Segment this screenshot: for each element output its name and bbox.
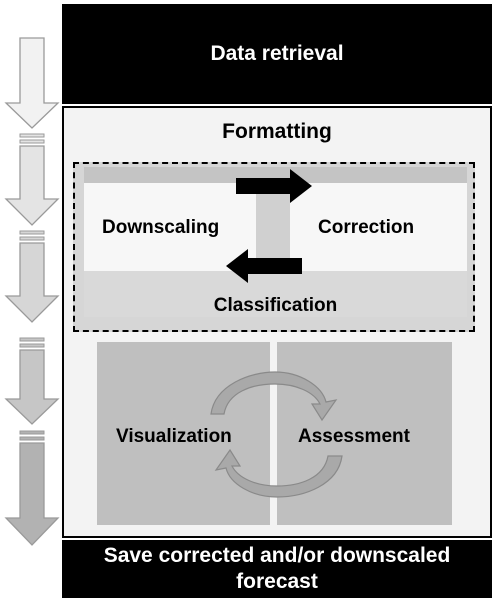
flow-arrow-4 bbox=[4, 337, 60, 425]
arrow-left-icon bbox=[226, 249, 302, 283]
connector-bar bbox=[256, 193, 290, 263]
flow-arrow-3 bbox=[4, 230, 60, 323]
assessment-label: Assessment bbox=[298, 426, 410, 447]
assessment-panel bbox=[277, 342, 452, 525]
data-retrieval-label: Data retrieval bbox=[210, 42, 344, 65]
flow-arrow-5 bbox=[4, 430, 60, 546]
formatting-label: Formatting bbox=[222, 120, 332, 143]
data-retrieval-step: Data retrieval bbox=[62, 4, 492, 104]
save-forecast-step: Save corrected and/or downscaled forecas… bbox=[62, 540, 492, 598]
band-top bbox=[84, 167, 467, 183]
save-forecast-label-line1: Save corrected and/or downscaled bbox=[103, 544, 451, 567]
classification-label: Classification bbox=[213, 295, 338, 316]
visualization-label: Visualization bbox=[116, 426, 232, 447]
downscaling-label: Downscaling bbox=[102, 217, 220, 238]
cycle-arrow-bottom bbox=[214, 448, 343, 498]
band-bottom bbox=[84, 271, 467, 317]
arrow-right-icon bbox=[236, 169, 312, 203]
cycle-arrow-top bbox=[210, 371, 338, 422]
flow-arrow-2 bbox=[4, 133, 60, 226]
flow-arrow-1 bbox=[4, 37, 60, 129]
visualization-panel bbox=[97, 342, 270, 525]
correction-label: Correction bbox=[318, 217, 415, 238]
save-forecast-label-line2: forecast bbox=[236, 570, 318, 593]
